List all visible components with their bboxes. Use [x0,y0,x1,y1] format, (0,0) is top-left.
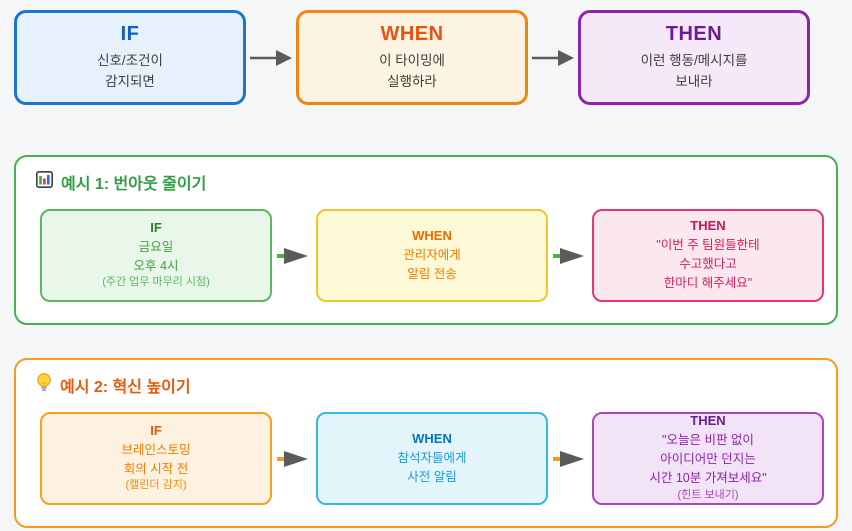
box-line: 브레인스토밍 [121,442,191,457]
arrow-right-icon [532,49,574,66]
box-title: THEN [690,218,726,234]
example-1-header: 예시 1: 번아웃 줄이기 [16,157,836,194]
lightbulb-icon [36,373,52,397]
box-line: 관리자에게 [403,247,461,262]
arrow-right-icon [250,49,292,66]
box-line: 한마디 해주세요" [663,275,753,290]
example-1-flow-row: IF 금요일 오후 4시 (주간 업무 마무리 시점) WHEN 관리자에게 알… [16,194,836,323]
flow-if-line: 신호/조건이 [97,53,163,69]
box-title: WHEN [412,430,452,446]
box-line: 수고했다고 [679,257,737,272]
example-2-flow-row: IF 브레인스토밍 회의 시작 전 (캘린더 감지) WHEN 참석자들에게 사… [16,397,836,526]
arrow-right-icon [553,450,584,467]
example-2-then-box: THEN "오늘은 비판 없이 아이디어만 던지는 시간 10분 가져보세요" … [592,412,824,505]
example-1-title: 예시 1: 번아웃 줄이기 [61,176,207,193]
box-line: "이번 주 팀원들한테 [656,238,760,253]
arrow-right-icon [277,450,308,467]
example-1-section: 예시 1: 번아웃 줄이기 IF 금요일 오후 4시 (주간 업무 마무리 시점… [14,155,838,325]
flow-when-line: 이 타이밍에 [379,53,445,69]
flow-box-then: THEN 이런 행동/메시지를 보내라 [578,10,810,105]
box-title: IF [150,422,162,438]
flow-box-if: IF 신호/조건이 감지되면 [14,10,246,105]
example-1-then-box: THEN "이번 주 팀원들한테 수고했다고 한마디 해주세요" [592,209,824,302]
bar-chart-icon [36,171,53,193]
box-line: 금요일 [138,239,174,254]
example-2-header: 예시 2: 혁신 높이기 [16,360,836,397]
example-2-if-box: IF 브레인스토밍 회의 시작 전 (캘린더 감지) [40,412,272,505]
flow-if-title: IF [120,23,140,46]
box-title: THEN [690,413,726,429]
flow-overview-row: IF 신호/조건이 감지되면 WHEN 이 타이밍에 실행하라 THEN 이런 … [0,0,852,105]
example-1-if-box: IF 금요일 오후 4시 (주간 업무 마무리 시점) [40,209,272,302]
flow-then-line: 이런 행동/메시지를 [640,53,748,69]
arrow-right-icon [553,247,584,264]
box-line: 사전 알림 [407,469,457,484]
example-1-when-box: WHEN 관리자에게 알림 전송 [316,209,548,302]
box-note: (캘린더 감지) [125,479,187,492]
flow-box-when: WHEN 이 타이밍에 실행하라 [296,10,528,105]
box-line: 아이디어만 던지는 [660,452,756,467]
flow-when-line: 실행하라 [387,73,437,89]
box-title: IF [150,219,162,235]
box-note: (힌트 보내기) [677,488,739,501]
arrow-right-icon [277,247,308,264]
box-line: 알림 전송 [407,266,457,281]
example-2-title: 예시 2: 혁신 높이기 [60,379,191,396]
example-2-section: 예시 2: 혁신 높이기 IF 브레인스토밍 회의 시작 전 (캘린더 감지) … [14,358,838,528]
box-line: "오늘은 비판 없이 [662,433,754,448]
box-title: WHEN [412,227,452,243]
flow-then-title: THEN [665,23,723,46]
flow-when-title: WHEN [380,23,444,46]
box-line: 참석자들에게 [397,450,467,465]
box-note: (주간 업무 마무리 시점) [102,276,210,289]
box-line: 오후 4시 [133,258,179,273]
box-line: 시간 10분 가져보세요" [649,470,767,485]
example-2-when-box: WHEN 참석자들에게 사전 알림 [316,412,548,505]
box-line: 회의 시작 전 [123,461,189,476]
flow-then-line: 보내라 [675,73,713,89]
flow-if-line: 감지되면 [105,73,155,89]
